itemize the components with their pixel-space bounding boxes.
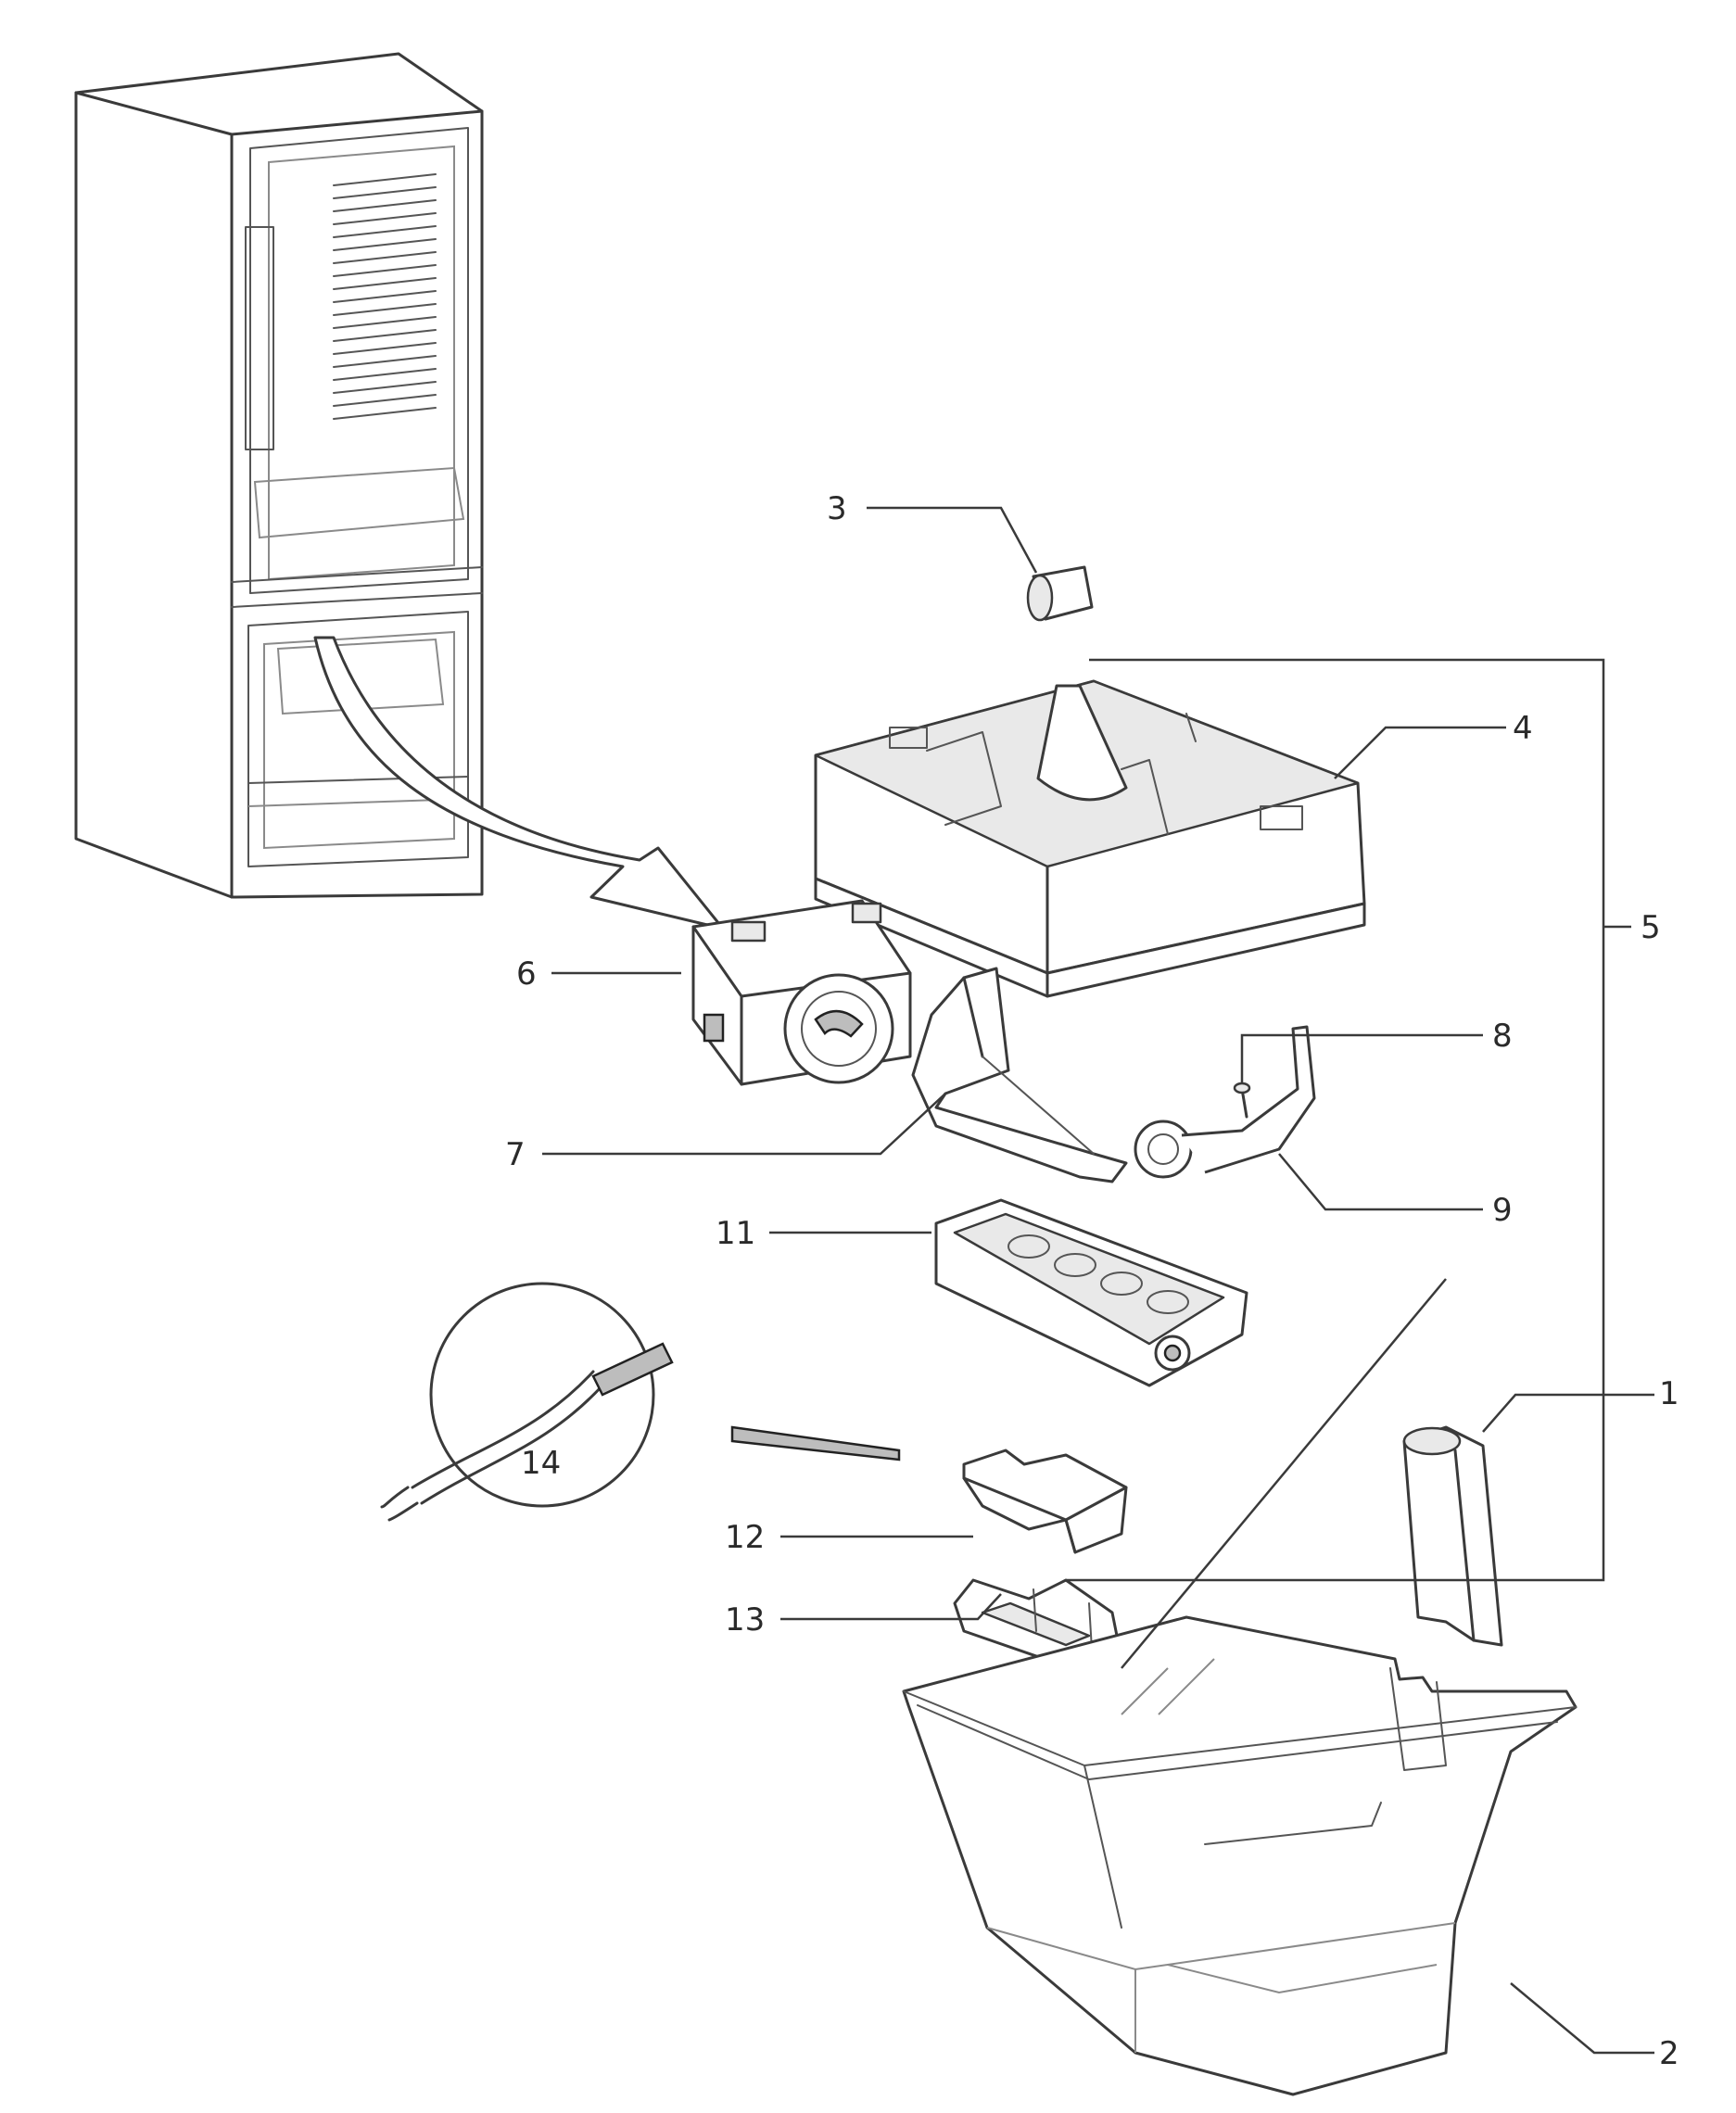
part-9-feeler-arm (1134, 1025, 1316, 1179)
part-6-motor-housing (691, 899, 912, 1086)
vent-grill (333, 173, 437, 420)
callout-5: 5 (1641, 909, 1661, 946)
callout-8: 8 (1492, 1018, 1513, 1055)
part-12-block (962, 1449, 1128, 1554)
callout-6: 6 (516, 955, 537, 993)
leader-5-diag (1121, 1278, 1447, 1669)
part-1-divider (1402, 1425, 1503, 1647)
part-4-cover (814, 679, 1366, 998)
callout-13: 13 (725, 1601, 765, 1639)
leader-8 (1240, 1033, 1483, 1084)
part-7-bracket (911, 967, 1128, 1183)
leader-2 (1510, 1982, 1654, 2055)
part-14-sensor (380, 1282, 901, 1522)
leader-4 (1334, 726, 1506, 779)
callout-4: 4 (1513, 710, 1533, 747)
part-11-ice-tray (934, 1198, 1248, 1387)
callout-2: 2 (1659, 2035, 1679, 2072)
callout-14: 14 (521, 1445, 561, 1482)
callout-labels: 1 2 3 4 5 6 7 8 9 11 12 13 14 (505, 490, 1679, 2072)
callout-1: 1 (1659, 1375, 1679, 1412)
callout-9: 9 (1492, 1192, 1513, 1229)
callout-7: 7 (505, 1136, 526, 1173)
callout-3: 3 (827, 490, 847, 527)
callout-11: 11 (716, 1215, 755, 1252)
leader-lines (542, 506, 1654, 2055)
location-arrow (313, 636, 725, 930)
leader-3 (867, 506, 1038, 574)
leader-1 (1482, 1393, 1654, 1433)
leader-7 (542, 1093, 946, 1156)
part-2-ice-bin (902, 1615, 1578, 2096)
leader-13 (780, 1593, 1002, 1621)
part-8-screw (1233, 1082, 1251, 1119)
refrigerator-illustration (74, 52, 484, 899)
part-3-knob (1026, 565, 1094, 622)
callout-12: 12 (725, 1519, 765, 1556)
leader-5-bracket (1066, 658, 1605, 1582)
leader-9 (1278, 1153, 1483, 1211)
